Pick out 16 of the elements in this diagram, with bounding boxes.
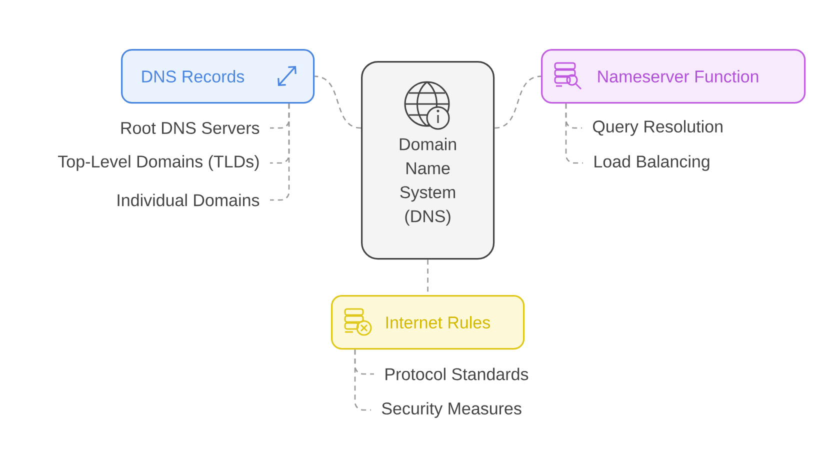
item-text: Query Resolution [593,120,722,136]
connector-line [565,104,583,164]
item-text: Root DNS Servers [121,122,260,134]
connector-line [354,350,371,411]
topic-box: Nameserver Function [541,49,806,104]
connector-line [270,104,290,201]
item-text: Security Measures [382,402,522,418]
item-text: Load Balancing [594,155,710,171]
topic-box: Internet Rules [331,295,525,350]
connector-line [314,76,362,129]
item-text: Protocol Standards [386,368,528,380]
item-text: Top-Level Domains (TLDs) [58,155,259,171]
item-text: Individual Domains [118,194,260,206]
topic-box: DNS Records [121,49,315,104]
central-box: Domain Name System (DNS) [361,61,495,260]
connector-line [494,76,542,129]
